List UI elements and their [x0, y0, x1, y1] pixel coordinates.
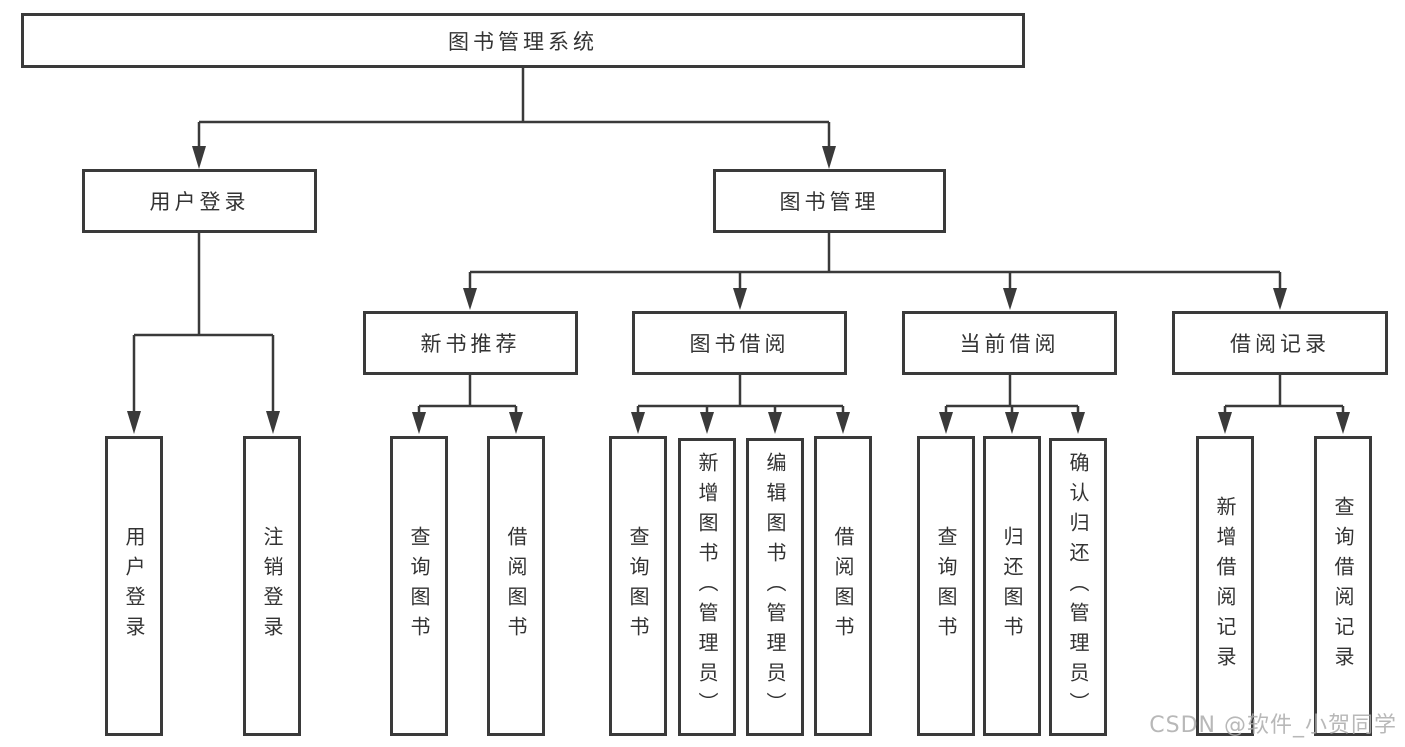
- leaf-bb-add-books-admin-label: 新增图书（管理员）: [695, 452, 719, 722]
- leaf-cb-query-books: 查询图书: [917, 436, 975, 736]
- leaf-br-add-record: 新增借阅记录: [1196, 436, 1254, 736]
- leaf-br-query-record: 查询借阅记录: [1314, 436, 1372, 736]
- leaf-nb-query-books-label: 查询图书: [407, 526, 431, 646]
- leaf-br-query-record-label: 查询借阅记录: [1331, 496, 1355, 676]
- leaf-nb-query-books: 查询图书: [390, 436, 448, 736]
- leaf-bb-query-books: 查询图书: [609, 436, 667, 736]
- leaf-bb-borrow-books-label: 借阅图书: [831, 526, 855, 646]
- leaf-br-add-record-label: 新增借阅记录: [1213, 496, 1237, 676]
- leaf-user-login-label: 用户登录: [122, 526, 146, 646]
- leaf-cb-query-books-label: 查询图书: [934, 526, 958, 646]
- leaf-logout-label: 注销登录: [260, 526, 284, 646]
- leaf-bb-edit-books-admin-label: 编辑图书（管理员）: [763, 452, 787, 722]
- leaf-bb-query-books-label: 查询图书: [626, 526, 650, 646]
- leaf-nb-borrow-books-label: 借阅图书: [504, 526, 528, 646]
- node-library-system: 图书管理系统: [21, 13, 1025, 68]
- node-book-borrowing: 图书借阅: [632, 311, 847, 375]
- leaf-bb-add-books-admin: 新增图书（管理员）: [678, 438, 736, 736]
- node-current-borrowing: 当前借阅: [902, 311, 1117, 375]
- leaf-bb-edit-books-admin: 编辑图书（管理员）: [746, 438, 804, 736]
- node-book-management: 图书管理: [713, 169, 946, 233]
- node-borrowing-records: 借阅记录: [1172, 311, 1388, 375]
- leaf-cb-confirm-return-admin: 确认归还（管理员）: [1049, 438, 1107, 736]
- leaf-cb-confirm-return-admin-label: 确认归还（管理员）: [1066, 452, 1090, 722]
- leaf-cb-return-books-label: 归还图书: [1000, 526, 1024, 646]
- node-user-login: 用户登录: [82, 169, 317, 233]
- leaf-bb-borrow-books: 借阅图书: [814, 436, 872, 736]
- leaf-cb-return-books: 归还图书: [983, 436, 1041, 736]
- leaf-user-login: 用户登录: [105, 436, 163, 736]
- node-new-book-recommend: 新书推荐: [363, 311, 578, 375]
- leaf-nb-borrow-books: 借阅图书: [487, 436, 545, 736]
- leaf-logout: 注销登录: [243, 436, 301, 736]
